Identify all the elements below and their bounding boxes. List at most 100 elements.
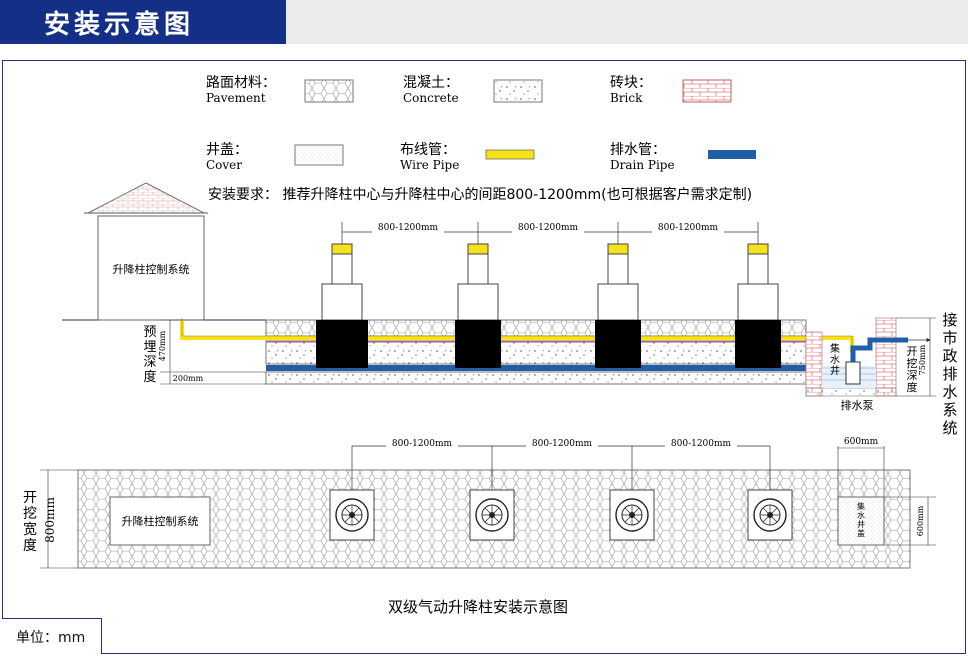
pump-label: 排水泵 bbox=[841, 398, 874, 412]
legend-item-drain-pipe: 排水管： Drain Pipe bbox=[610, 142, 756, 172]
sump-cover-char: 井 bbox=[857, 519, 865, 529]
brick-swatch bbox=[682, 79, 732, 103]
width-label-char: 度 bbox=[23, 538, 37, 554]
municipal-drain-label: 接 市 政 排 水 系 统 bbox=[942, 311, 957, 437]
control-system-label: 升降柱控制系统 bbox=[113, 262, 190, 276]
legend-en-label: Cover bbox=[206, 158, 242, 172]
unit-box: 单位：mm bbox=[2, 618, 102, 654]
house-body bbox=[97, 215, 205, 321]
control-house: 升降柱控制系统 bbox=[84, 182, 208, 321]
section-view: 升降柱控制系统 bbox=[62, 182, 958, 437]
sump-width-label: 600mm bbox=[844, 437, 879, 447]
title-bar: 安装示意图 bbox=[0, 0, 286, 44]
burial-label-char: 度 bbox=[143, 369, 156, 385]
installation-requirement: 安装要求： 推荐升降柱中心与升降柱中心的间距800-1200mm(也可根据客户需… bbox=[208, 186, 752, 203]
legend-item-cover: 井盖： Cover bbox=[206, 142, 344, 172]
bollard-section bbox=[595, 243, 641, 368]
legend-en-label: Pavement bbox=[206, 91, 266, 105]
depth-200-label: 200mm bbox=[173, 374, 204, 383]
concrete-swatch bbox=[493, 79, 543, 103]
legend-cn-label: 路面材料： bbox=[206, 75, 276, 91]
sump-height-label: 600mm bbox=[916, 505, 925, 536]
diagram-frame bbox=[2, 60, 966, 654]
dig-depth-char: 度 bbox=[907, 380, 918, 394]
bollard-section bbox=[735, 243, 781, 368]
page-title: 安装示意图 bbox=[44, 10, 195, 40]
plan-spacing-dims: 800-1200mm 800-1200mm 800-1200mm bbox=[351, 437, 771, 490]
legend-item-concrete: 混凝土： Concrete bbox=[403, 75, 543, 105]
sump-label-char: 井 bbox=[830, 364, 840, 377]
legend-item-wire-pipe: 布线管： Wire Pipe bbox=[400, 142, 535, 172]
depth-470-label: 470mm bbox=[158, 330, 167, 361]
width-label-char: 宽 bbox=[23, 521, 37, 538]
width-label-char: 挖 bbox=[23, 506, 37, 522]
sump-cover-char: 集 bbox=[857, 501, 865, 511]
legend-cn-label: 井盖： bbox=[206, 142, 248, 158]
plan-spacing-label: 800-1200mm bbox=[532, 439, 593, 449]
burial-label-char: 预 bbox=[143, 325, 156, 340]
dig-depth-char: 深 bbox=[907, 369, 918, 382]
legend-cn-label: 砖块： bbox=[610, 75, 652, 91]
plan-width-dims: 开 挖 宽 度 800mm bbox=[23, 469, 78, 569]
diagram-caption: 双级气动升降柱安装示意图 bbox=[388, 598, 568, 616]
bollard-cover-plan bbox=[747, 489, 793, 541]
dig-depth-char: 开 bbox=[907, 345, 918, 358]
dig-depth-value: 750mm bbox=[918, 344, 927, 375]
sump-well: 集 水 井 排水泵 bbox=[805, 317, 931, 412]
header-band: 安装示意图 bbox=[0, 0, 968, 44]
legend-en-label: Wire Pipe bbox=[400, 158, 459, 172]
plan-view: 升降柱控制系统 bbox=[23, 437, 936, 569]
bollard-cover-plan bbox=[469, 489, 515, 541]
municipal-char: 排 bbox=[942, 365, 957, 383]
municipal-char: 水 bbox=[942, 383, 957, 401]
section-spacing-dims: 800-1200mm 800-1200mm 800-1200mm bbox=[341, 222, 759, 244]
legend-en-label: Concrete bbox=[403, 91, 459, 105]
width-label-char: 开 bbox=[23, 490, 37, 506]
legend: 路面材料： Pavement 混凝土： Concrete 砖块： Brick 井… bbox=[206, 75, 756, 203]
legend-item-brick: 砖块： Brick bbox=[610, 75, 732, 105]
width-value-label: 800mm bbox=[43, 497, 57, 543]
sump-label-char: 水 bbox=[830, 354, 840, 366]
burial-depth-dims: 预 埋 深 度 470mm 200mm bbox=[143, 319, 266, 385]
municipal-char: 接 bbox=[942, 311, 957, 329]
sump-cover-char: 盖 bbox=[857, 528, 865, 538]
house-roof bbox=[87, 182, 205, 214]
dig-depth-char: 挖 bbox=[907, 356, 918, 370]
plan-control-box bbox=[109, 496, 211, 546]
pump-body bbox=[845, 361, 861, 385]
legend-cn-label: 布线管： bbox=[400, 142, 456, 158]
sump-cover-plan: 集 水 井 盖 600mm 600mm bbox=[837, 437, 936, 546]
drain-pipe-swatch bbox=[708, 150, 756, 159]
legend-en-label: Drain Pipe bbox=[610, 158, 675, 172]
spacing-label: 800-1200mm bbox=[378, 223, 439, 233]
legend-cn-label: 排水管： bbox=[610, 142, 666, 158]
gravel-layer bbox=[265, 371, 807, 385]
burial-label-char: 深 bbox=[143, 355, 156, 370]
legend-cn-label: 混凝土： bbox=[403, 75, 459, 91]
bollard-cover-plan bbox=[609, 489, 655, 541]
municipal-char: 系 bbox=[942, 401, 957, 419]
plan-spacing-label: 800-1200mm bbox=[392, 439, 453, 449]
plan-spacing-label: 800-1200mm bbox=[671, 439, 732, 449]
drain-pipe bbox=[266, 365, 808, 371]
municipal-char: 市 bbox=[942, 329, 957, 347]
plan-control-system-label: 升降柱控制系统 bbox=[122, 514, 199, 528]
cover-swatch bbox=[294, 144, 344, 166]
legend-en-label: Brick bbox=[610, 91, 643, 105]
dig-depth-dims: 开 挖 深 度 750mm bbox=[896, 317, 936, 397]
sump-label-char: 集 bbox=[830, 342, 840, 355]
sump-cover-char: 水 bbox=[857, 510, 865, 520]
municipal-char: 统 bbox=[942, 419, 957, 437]
spacing-label: 800-1200mm bbox=[658, 223, 719, 233]
wire-pipe-swatch bbox=[485, 149, 535, 160]
municipal-char: 政 bbox=[942, 347, 957, 365]
legend-item-pavement: 路面材料： Pavement bbox=[206, 75, 354, 105]
outlet-pipe bbox=[850, 337, 908, 362]
unit-label: 单位：mm bbox=[16, 630, 86, 646]
bollard-section bbox=[455, 243, 501, 368]
bollard-cover-plan bbox=[329, 489, 375, 541]
bollard-section bbox=[316, 243, 368, 368]
burial-label-char: 埋 bbox=[143, 340, 156, 355]
spacing-label: 800-1200mm bbox=[518, 223, 579, 233]
